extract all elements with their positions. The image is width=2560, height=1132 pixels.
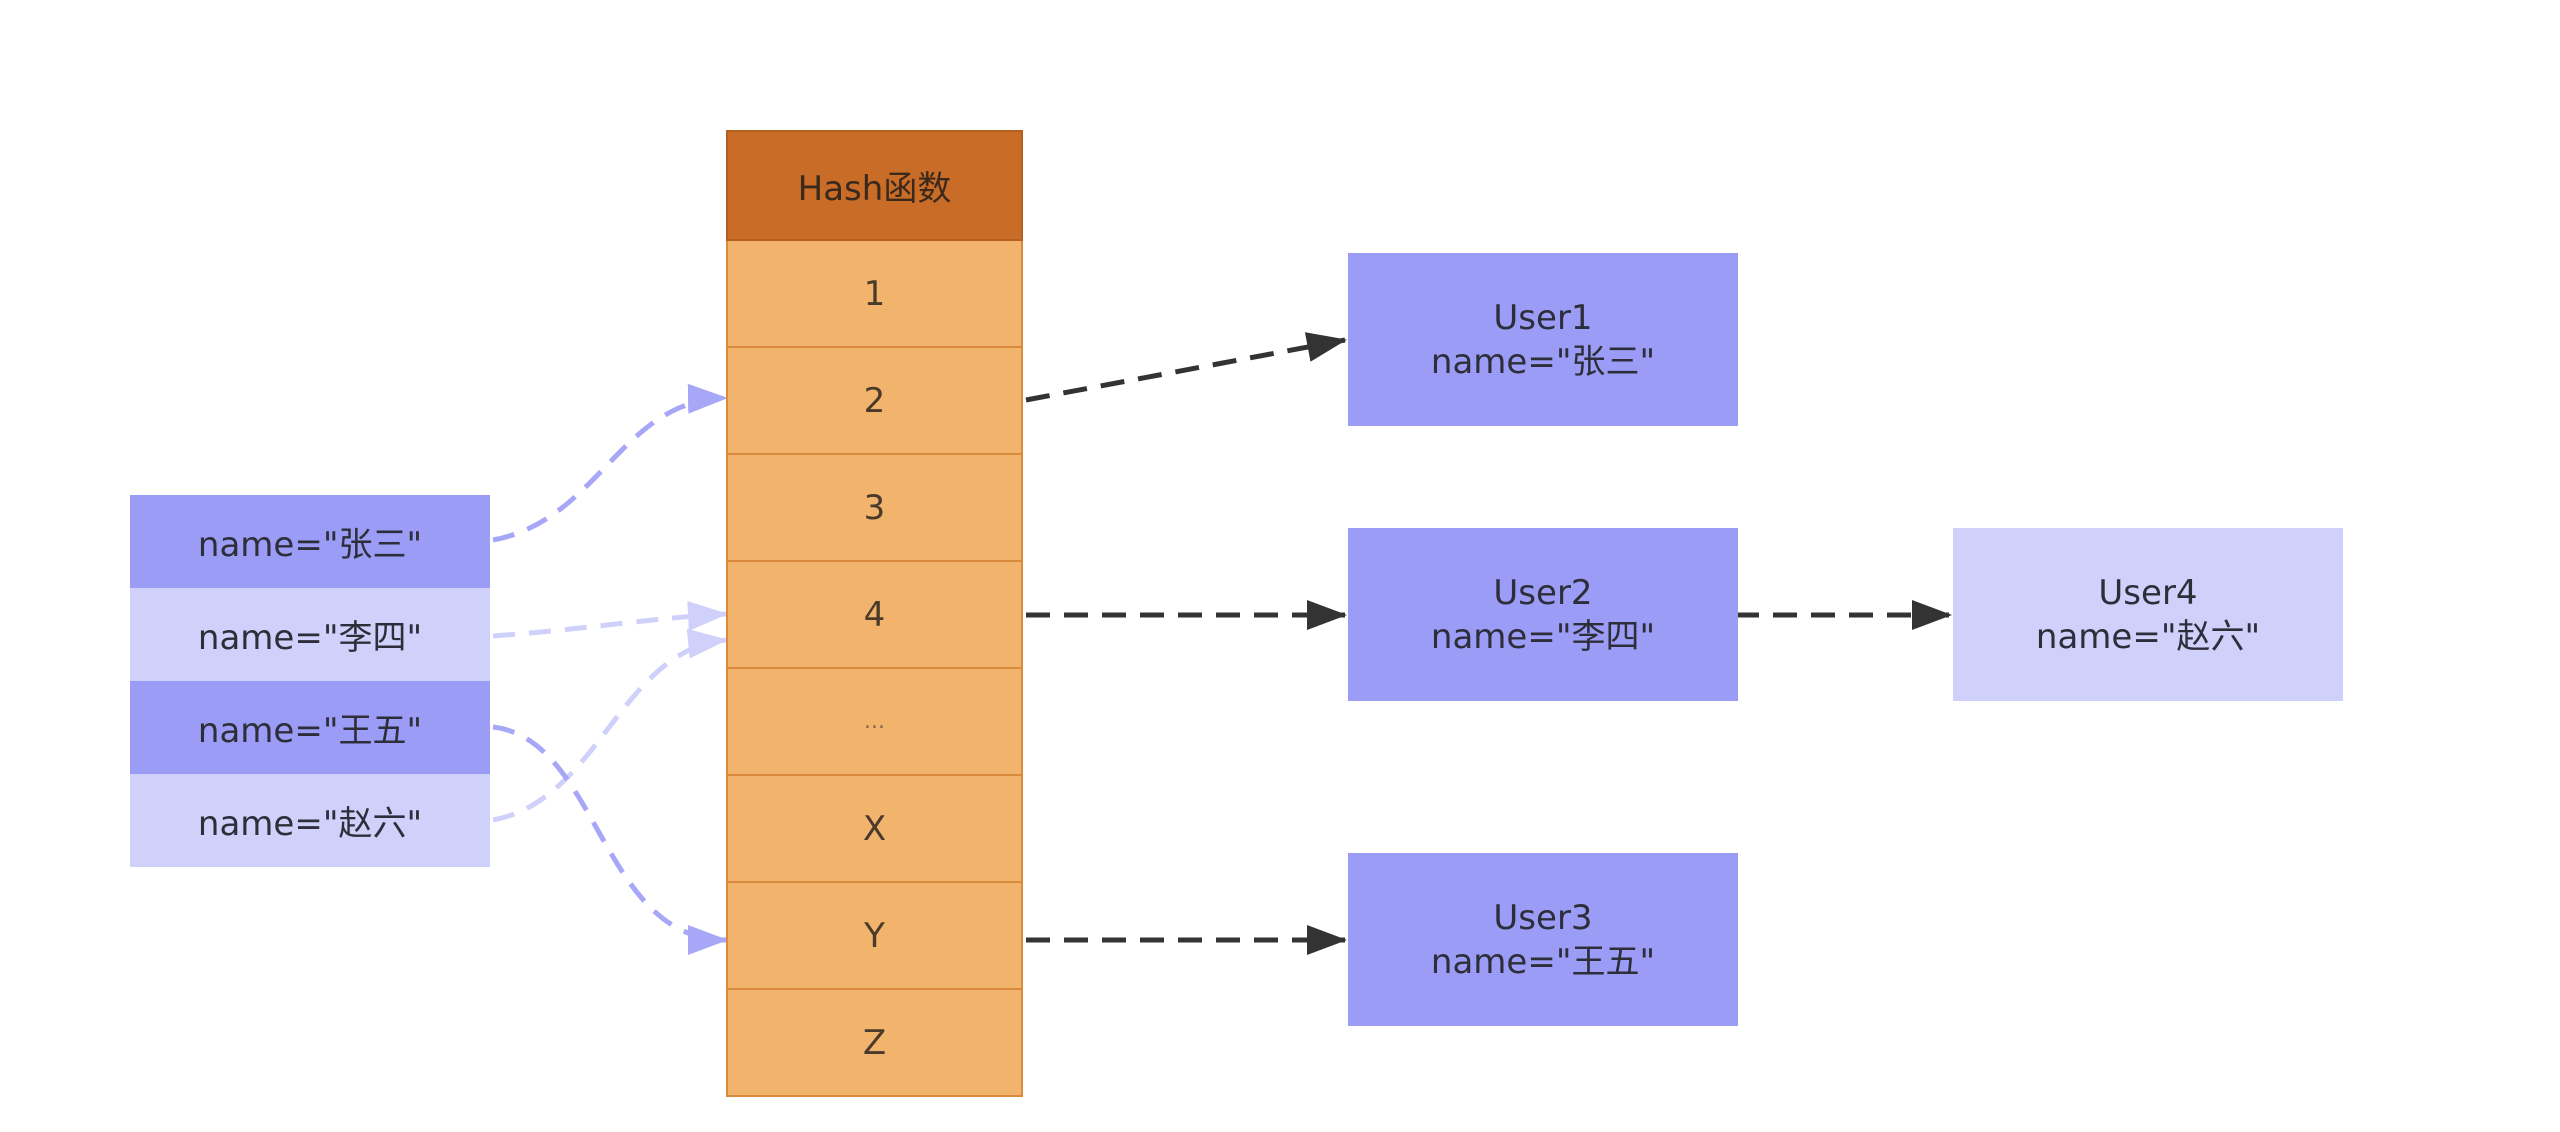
hash-slot-x: X: [726, 776, 1023, 883]
hash-slot-ellipsis: ...: [726, 669, 1023, 776]
user-title: User4: [2098, 572, 2198, 613]
key-label: name="王五": [197, 711, 423, 751]
key-label: name="张三": [197, 525, 423, 565]
arrow-key-lisi-to-slot-4: [492, 601, 728, 639]
arrow-key-zhaoliu-to-slot-4: [492, 628, 728, 823]
user-node-user4: User4 name="赵六": [1953, 528, 2343, 701]
key-label: name="赵六": [197, 804, 423, 844]
key-node-lisi: name="李四": [130, 588, 490, 681]
user-name: name="王五": [1430, 941, 1656, 982]
slot-label: 4: [863, 594, 886, 635]
key-label: name="李四": [197, 618, 423, 658]
user-name: name="张三": [1430, 341, 1656, 382]
slot-label: Y: [864, 915, 885, 956]
user-name: name="赵六": [2035, 616, 2261, 657]
hash-slot-4: 4: [726, 562, 1023, 669]
user-node-user1: User1 name="张三": [1348, 253, 1738, 426]
arrow-slot-2-to-user1: [1025, 332, 1347, 403]
arrow-key-zhangsan-to-slot-2: [492, 383, 728, 543]
hash-slot-2: 2: [726, 348, 1023, 455]
hash-header-label: Hash函数: [797, 169, 952, 209]
slot-label: 3: [863, 487, 886, 528]
slot-label: ...: [864, 709, 885, 734]
user-title: User3: [1493, 897, 1593, 938]
arrow-key-wangwu-to-slot-y: [492, 724, 728, 955]
hash-slot-1: 1: [726, 241, 1023, 348]
slot-label: 1: [863, 273, 886, 314]
user-title: User2: [1493, 572, 1593, 613]
key-node-zhaoliu: name="赵六": [130, 774, 490, 867]
hash-function-header: Hash函数: [726, 130, 1023, 241]
user-node-user2: User2 name="李四": [1348, 528, 1738, 701]
slot-label: 2: [863, 380, 886, 421]
user-node-user3: User3 name="王五": [1348, 853, 1738, 1026]
key-node-zhangsan: name="张三": [130, 495, 490, 588]
hash-slot-y: Y: [726, 883, 1023, 990]
user-title: User1: [1493, 297, 1593, 338]
hash-slot-z: Z: [726, 990, 1023, 1097]
hash-slot-3: 3: [726, 455, 1023, 562]
user-name: name="李四": [1430, 616, 1656, 657]
slot-label: Z: [862, 1022, 887, 1063]
slot-label: X: [862, 808, 887, 849]
key-node-wangwu: name="王五": [130, 681, 490, 774]
